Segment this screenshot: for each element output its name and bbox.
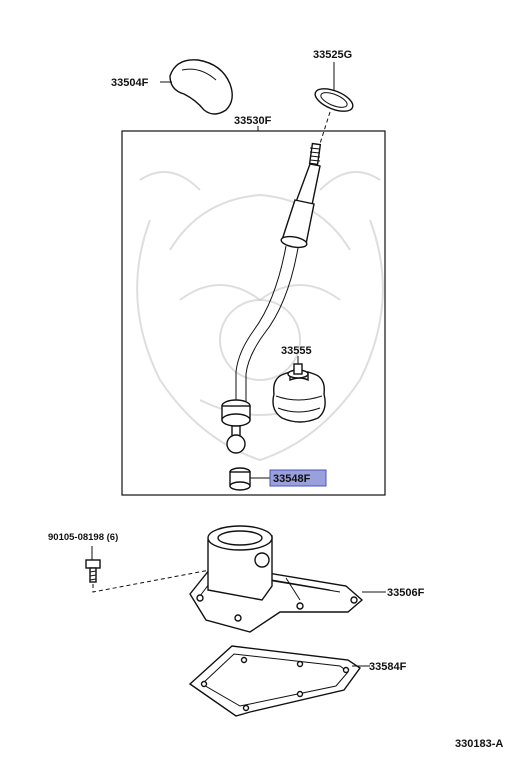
label-gasket-top: 33525G: [313, 49, 352, 61]
shift-knob: [169, 59, 233, 115]
label-bushing[interactable]: 33548F: [273, 473, 311, 485]
alignment-line-bolt: [92, 569, 211, 593]
shift-lever-retainer: [189, 525, 364, 633]
bottom-gasket: [188, 645, 361, 717]
bushing: [229, 467, 251, 491]
shift-lever: [221, 142, 322, 454]
top-gasket-ring: [314, 88, 354, 112]
highlight-bushing[interactable]: [269, 469, 327, 487]
watermark-emblem-icon: [136, 171, 384, 462]
label-boot: 33555: [281, 345, 312, 357]
shift-boot: [272, 363, 326, 423]
label-lever-assembly: 33530F: [234, 115, 272, 127]
diagram-id: 330183-A: [455, 738, 503, 750]
lever-assembly-box: [121, 130, 386, 496]
label-bolt: 90105-08198 (6): [48, 532, 118, 543]
label-retainer: 33506F: [387, 587, 425, 599]
label-gasket-bottom: 33584F: [369, 661, 407, 673]
bolt: [85, 559, 101, 583]
label-knob: 33504F: [111, 77, 149, 89]
